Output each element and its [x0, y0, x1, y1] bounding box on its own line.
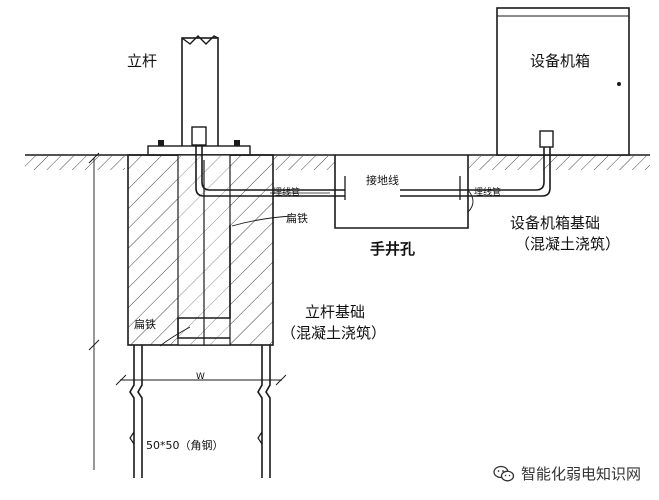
pole-foundation: [127, 154, 274, 346]
conduit-right-label: 埋线管: [474, 188, 502, 198]
angle-steel-label: 50*50（角钢）: [146, 439, 224, 452]
watermark-text: 智能化弱电知识网: [520, 465, 641, 483]
flat-iron-lower-label: 扁铁: [134, 318, 156, 331]
grounding-wire-cabinet: [400, 130, 554, 197]
ground-line: [25, 154, 650, 170]
grounding-wire-label: 接地线: [366, 174, 399, 187]
grounding-wire-pole: [191, 126, 345, 197]
flat-iron-upper-label: 扁铁: [286, 212, 308, 225]
wechat-icon: [493, 465, 515, 481]
cabinet-label: 设备机箱: [530, 52, 591, 70]
watermark: 智能化弱电知识网: [493, 463, 641, 484]
pole-label: 立杆: [127, 52, 158, 70]
conduit-left-label: 埋线管: [273, 188, 301, 198]
cabinet-foundation-note: （混凝土浇筑）: [515, 235, 621, 253]
dimension-mark: W: [196, 372, 205, 382]
hand-well-label: 手井孔: [370, 240, 416, 258]
cabinet-foundation-label: 设备机箱基础: [510, 214, 601, 232]
equipment-cabinet: [496, 7, 630, 156]
angle-steel: [115, 345, 287, 478]
pole-foundation-note: （混凝土浇筑）: [281, 324, 387, 342]
pole-foundation-label: 立杆基础: [305, 303, 366, 321]
cabinet-foundation-leader: [467, 189, 474, 213]
cabinet-handle-icon: [617, 82, 621, 86]
flat-iron: [159, 215, 293, 347]
hand-well: [334, 155, 469, 229]
dimension-line-vertical: [88, 152, 100, 470]
